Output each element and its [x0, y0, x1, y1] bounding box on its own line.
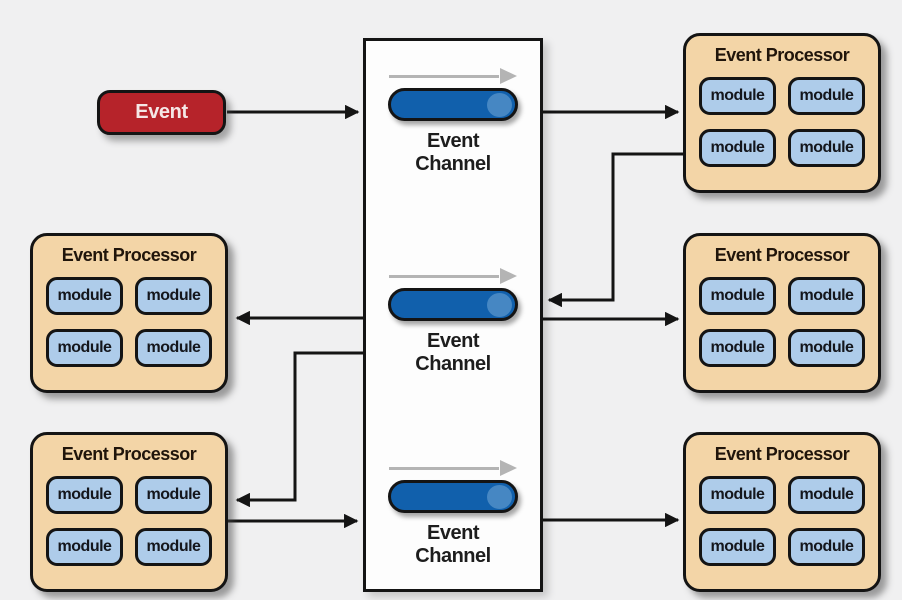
module-chip: module [699, 476, 776, 514]
event-channel-label: Event Channel [415, 522, 491, 567]
event-channel-pipe [388, 88, 518, 121]
module-grid: module module module module [699, 476, 865, 566]
event-channel-pipe [388, 480, 518, 513]
module-chip: module [135, 528, 212, 566]
module-grid: module module module module [46, 277, 212, 367]
event-node-label: Event [135, 101, 188, 123]
event-processor-middle-left: Event Processor module module module mod… [30, 233, 228, 393]
processor-title: Event Processor [61, 444, 197, 464]
event-channel-label: Event Channel [415, 130, 491, 175]
module-chip: module [788, 129, 865, 167]
module-chip: module [788, 277, 865, 315]
module-chip: module [699, 528, 776, 566]
module-grid: module module module module [46, 476, 212, 566]
module-grid: module module module module [699, 77, 865, 167]
event-channel-row-top: Event Channel [366, 68, 540, 176]
event-channel-box: Event Channel Event Channel Event Channe… [363, 38, 543, 592]
event-processor-bottom-right: Event Processor module module module mod… [683, 432, 881, 592]
event-channel-row-middle: Event Channel [366, 268, 540, 376]
module-chip: module [135, 277, 212, 315]
module-chip: module [46, 528, 123, 566]
module-chip: module [788, 329, 865, 367]
event-channel-label: Event Channel [415, 330, 491, 375]
event-node: Event [97, 90, 226, 135]
processor-title: Event Processor [714, 444, 850, 464]
module-chip: module [135, 329, 212, 367]
connector-channel-middle-to-processor-bottom-left [235, 351, 363, 508]
processor-title: Event Processor [714, 45, 850, 65]
module-chip: module [135, 476, 212, 514]
event-processor-bottom-left: Event Processor module module module mod… [30, 432, 228, 592]
module-chip: module [699, 277, 776, 315]
module-chip: module [788, 476, 865, 514]
event-channel-pipe [388, 288, 518, 321]
module-chip: module [699, 129, 776, 167]
module-chip: module [46, 329, 123, 367]
module-grid: module module module module [699, 277, 865, 367]
flow-arrow-right-icon [389, 268, 517, 284]
module-chip: module [46, 476, 123, 514]
processor-title: Event Processor [714, 245, 850, 265]
event-processor-top-right: Event Processor module module module mod… [683, 33, 881, 193]
processor-title: Event Processor [61, 245, 197, 265]
module-chip: module [46, 277, 123, 315]
module-chip: module [699, 77, 776, 115]
event-channel-row-bottom: Event Channel [366, 460, 540, 568]
module-chip: module [699, 329, 776, 367]
connector-processor-top-right-to-channel-middle [547, 152, 683, 308]
module-chip: module [788, 77, 865, 115]
flow-arrow-right-icon [389, 68, 517, 84]
flow-arrow-right-icon [389, 460, 517, 476]
event-processor-middle-right: Event Processor module module module mod… [683, 233, 881, 393]
module-chip: module [788, 528, 865, 566]
